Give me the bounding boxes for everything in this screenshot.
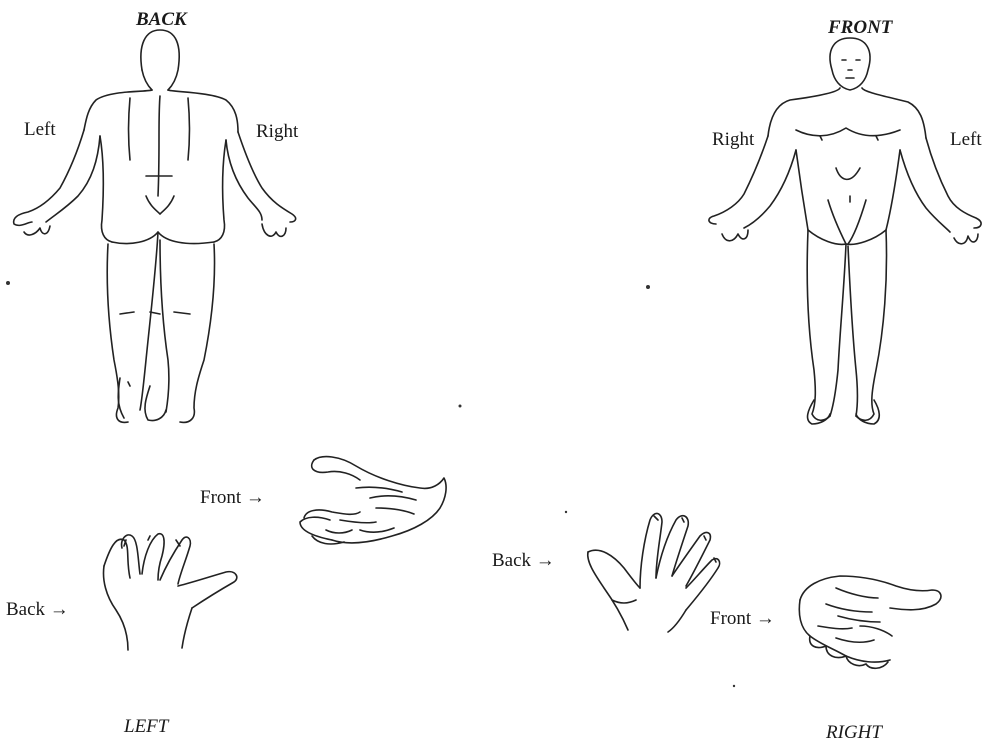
scan-noise-dots [0,0,989,742]
